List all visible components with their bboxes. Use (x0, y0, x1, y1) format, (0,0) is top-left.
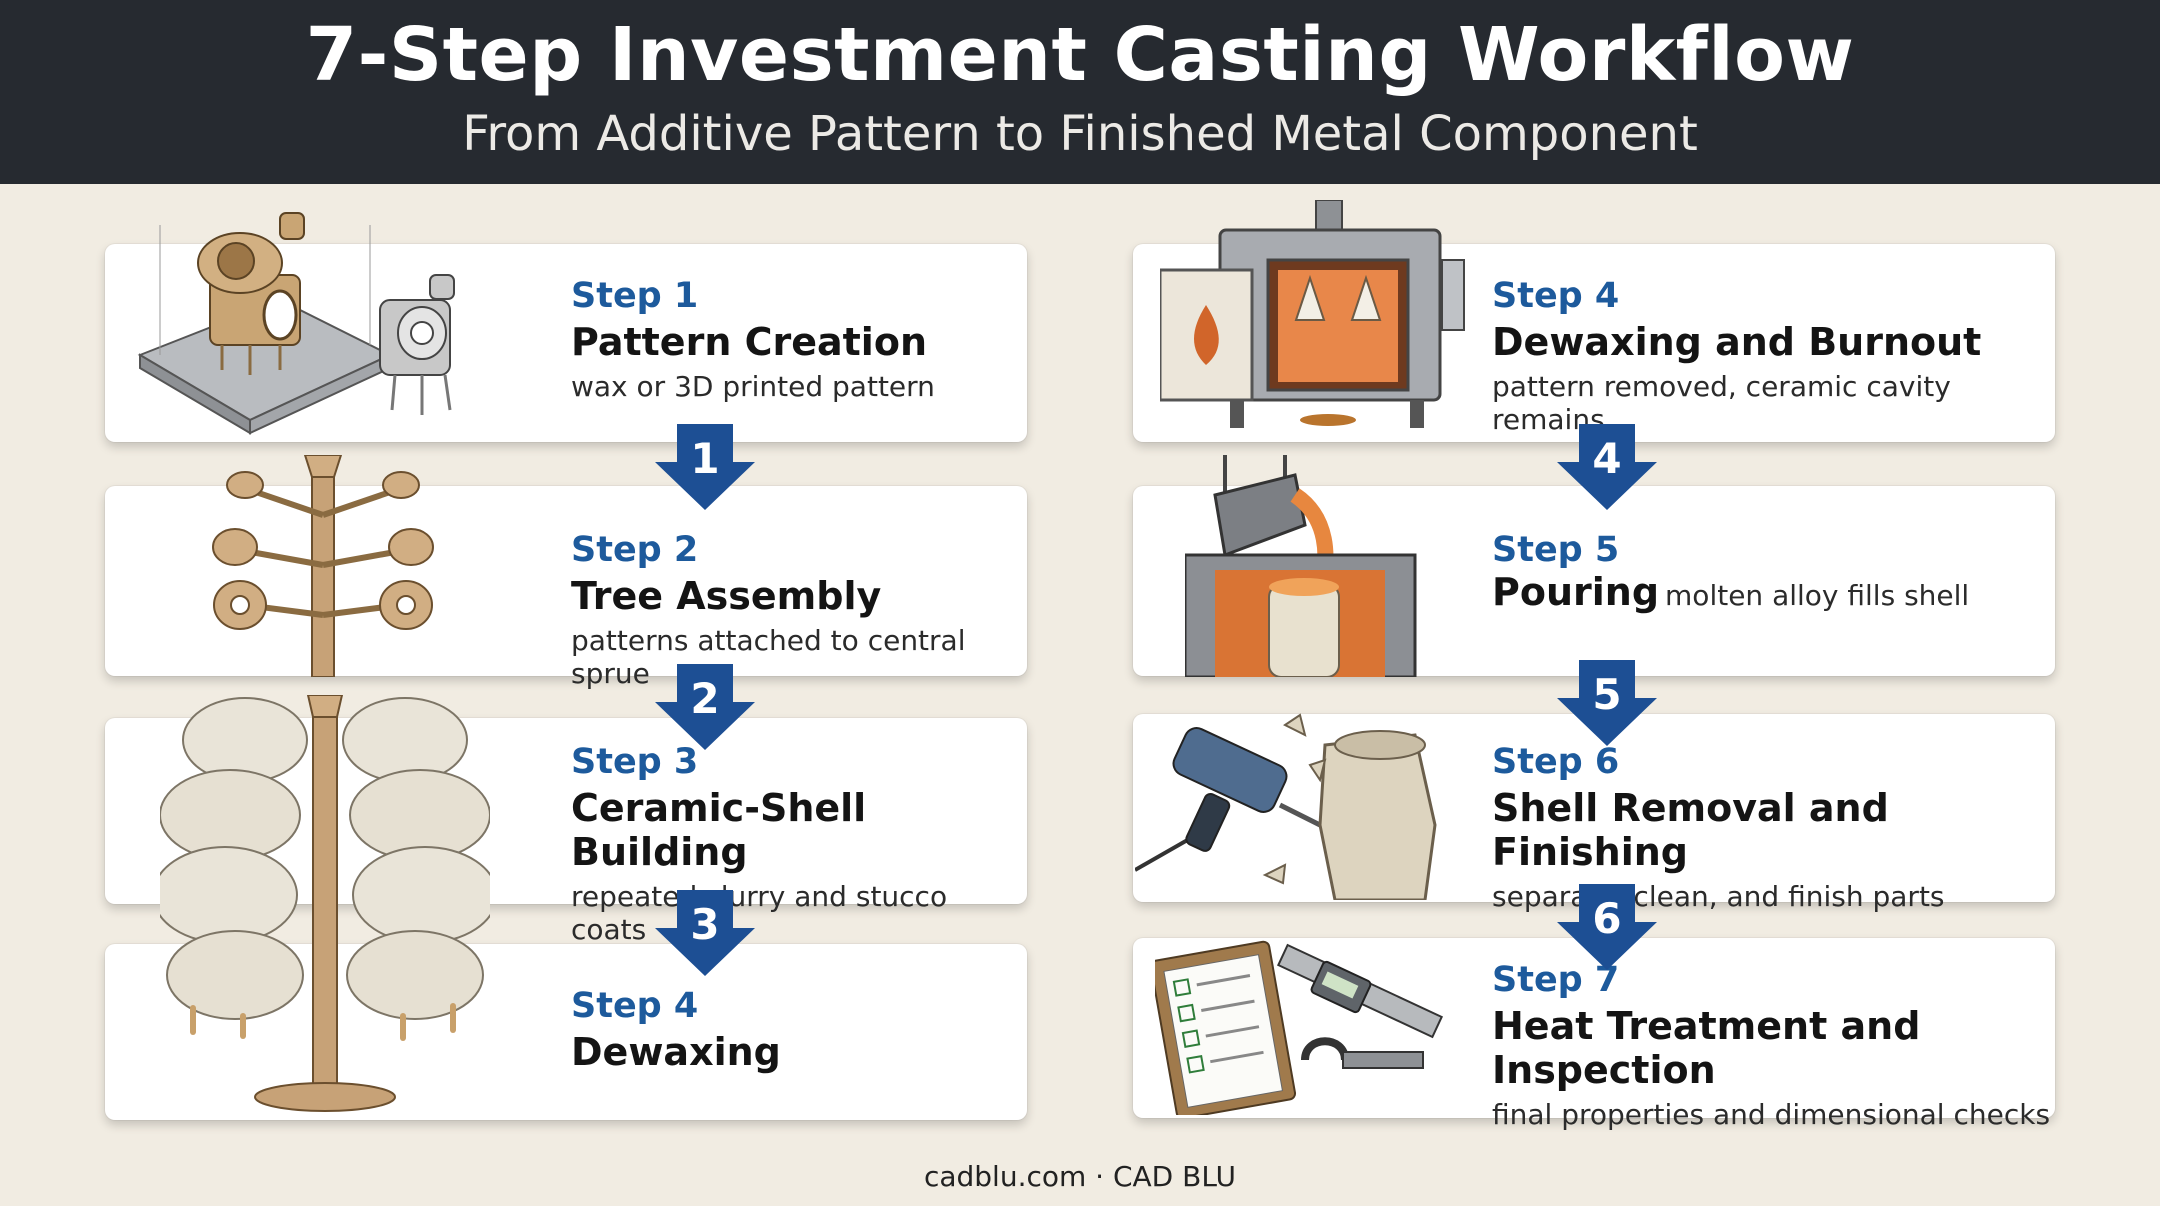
down-arrow-icon (1557, 884, 1657, 970)
flow-arrow-2: 2 (655, 664, 755, 750)
step-title: Pouring (1492, 570, 1660, 614)
pattern-tree-illustration (212, 455, 434, 677)
inspection-illustration (1155, 940, 1444, 1115)
step-description: wax or 3D printed pattern (571, 370, 935, 403)
down-arrow-icon (655, 664, 755, 750)
step-label: Step 2 (571, 530, 699, 570)
pouring-illustration (1185, 455, 1417, 677)
step-description: final properties and dimensional checks (1492, 1098, 2051, 1131)
printed-pattern-illustration (137, 212, 455, 435)
down-arrow-icon (1557, 660, 1657, 746)
step-title: Heat Treatment and Inspection (1492, 1004, 1921, 1092)
flow-arrow-4: 4 (1557, 424, 1657, 510)
step-description: patterns attached to central sprue (571, 624, 966, 690)
step-description: pattern removed, ceramic cavity remains (1492, 370, 1951, 436)
step-label: Step 1 (571, 276, 699, 316)
step-label: Step 5 (1492, 530, 1620, 570)
step-card-2: Step 2 Tree Assembly patterns attached t… (105, 486, 1027, 690)
step-label: Step 6 (1492, 742, 1620, 782)
down-arrow-icon (655, 890, 755, 976)
step-label: Step 4 (571, 986, 699, 1026)
page-subtitle: From Additive Pattern to Finished Metal … (462, 106, 1698, 162)
arrow-number: 1 (690, 434, 720, 483)
arrow-number: 4 (1592, 434, 1622, 483)
arrow-number: 6 (1592, 894, 1622, 943)
step-title: Shell Removal and Finishing (1492, 786, 1889, 874)
step-description: separate, clean, and finish parts (1492, 880, 1945, 913)
down-arrow-icon (1557, 424, 1657, 510)
shell-removal-illustration (1135, 713, 1437, 900)
step-label: Step 4 (1492, 276, 1620, 316)
arrow-number: 5 (1592, 670, 1622, 719)
flow-arrow-3: 3 (655, 890, 755, 976)
ceramic-shell-tree-illustration (160, 695, 490, 1112)
step-title: Ceramic-Shell Building (571, 786, 867, 874)
arrow-number: 2 (690, 674, 720, 723)
header-banner: 7-Step Investment Casting Workflow From … (0, 0, 2160, 184)
flow-arrow-1: 1 (655, 424, 755, 510)
page-title: 7-Step Investment Casting Workflow (305, 12, 1855, 98)
step-title: Tree Assembly (571, 574, 882, 618)
step-description: molten alloy fills shell (1665, 579, 1970, 612)
furnace-illustration (1160, 200, 1465, 428)
flow-arrow-5: 5 (1557, 660, 1657, 746)
step-title: Dewaxing and Burnout (1492, 320, 1982, 364)
down-arrow-icon (655, 424, 755, 510)
arrow-number: 3 (690, 900, 720, 949)
step-label: Step 3 (571, 742, 699, 782)
step-title: Pattern Creation (571, 320, 927, 364)
step-title: Dewaxing (571, 1030, 781, 1074)
flow-arrow-6: 6 (1557, 884, 1657, 970)
footer-credit: cadblu.com · CAD BLU (923, 1160, 1237, 1193)
step-card-6: Step 6 Shell Removal and Finishing separ… (1133, 714, 2055, 913)
step-label: Step 7 (1492, 960, 1620, 1000)
step-description: repeated slurry and stucco coats (571, 880, 948, 946)
